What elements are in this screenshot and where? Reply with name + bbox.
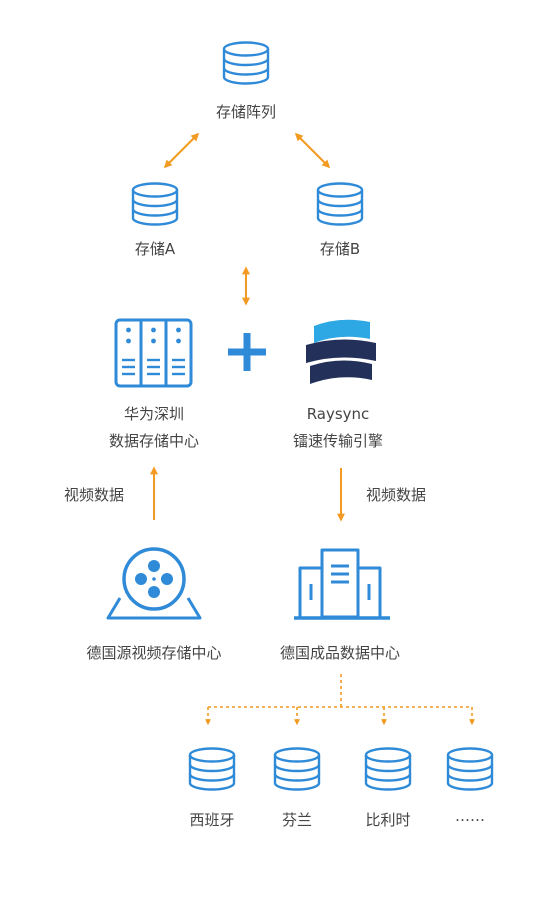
array-to-storage-b-arrow: [294, 132, 331, 169]
more-label: ……: [455, 807, 485, 825]
upload-edge-label: 视频数据: [64, 486, 125, 504]
raysync-logo-icon: [306, 319, 376, 384]
germany-source-label: 德国源视频存储中心: [86, 644, 222, 662]
more-database-icon: [446, 747, 494, 791]
spain-database-icon: [188, 747, 236, 791]
belgium-database-icon: [364, 747, 412, 791]
raysync-title: Raysync: [306, 405, 370, 423]
belgium-label: 比利时: [365, 811, 411, 829]
plus-icon: [228, 333, 266, 371]
germany-finished-label: 德国成品数据中心: [279, 644, 401, 662]
storage-array-label: 存储阵列: [215, 103, 277, 121]
film-reel-icon: [106, 547, 202, 620]
server-rack-icon: [114, 318, 193, 388]
array-to-storage-a-arrow: [163, 132, 200, 169]
storage-array-database-icon: [222, 41, 270, 85]
storage-b-database-icon: [316, 182, 364, 226]
huawei-center-title: 华为深圳: [123, 405, 185, 423]
spain-label: 西班牙: [189, 811, 235, 829]
download-edge-label: 视频数据: [366, 486, 427, 504]
storage-b-label: 存储B: [319, 240, 361, 258]
office-building-icon: [294, 548, 390, 620]
huawei-center-subtitle: 数据存储中心: [108, 432, 200, 450]
distribution-tree: [205, 674, 475, 726]
finland-label: 芬兰: [281, 811, 313, 829]
storage-a-database-icon: [131, 182, 179, 226]
raysync-subtitle: 镭速传输引擎: [292, 432, 384, 450]
finland-database-icon: [273, 747, 321, 791]
storage-a-label: 存储A: [134, 240, 176, 258]
